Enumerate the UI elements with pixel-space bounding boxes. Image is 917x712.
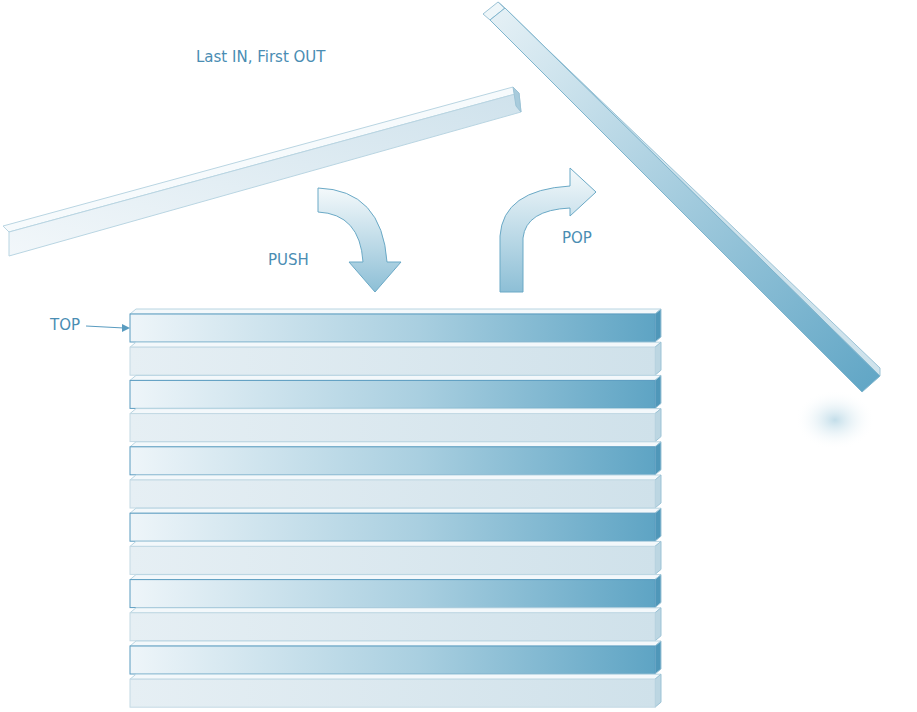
top-label: TOP xyxy=(50,316,80,334)
push-label: PUSH xyxy=(268,251,309,269)
stack-bar xyxy=(130,409,661,442)
stack-bar xyxy=(130,674,661,707)
stack-bar xyxy=(130,641,661,674)
heading-label: Last IN, First OUT xyxy=(196,48,325,66)
bar-shadow xyxy=(795,390,875,450)
pop-arrow xyxy=(500,168,596,292)
stack-bar xyxy=(130,541,661,574)
outgoing-bar xyxy=(483,2,880,392)
stack-bar xyxy=(130,608,661,641)
stack-bar xyxy=(130,309,661,342)
stack-bar xyxy=(130,342,661,375)
stack-bar xyxy=(130,575,661,608)
stack-bars xyxy=(130,309,661,707)
stack-bar xyxy=(130,475,661,508)
push-arrow xyxy=(318,188,401,292)
stack-bar xyxy=(130,375,661,408)
pop-label: POP xyxy=(562,229,592,247)
stack-bar xyxy=(130,442,661,475)
incoming-bar xyxy=(3,87,521,256)
top-pointer xyxy=(86,324,130,332)
stack-bar xyxy=(130,508,661,541)
